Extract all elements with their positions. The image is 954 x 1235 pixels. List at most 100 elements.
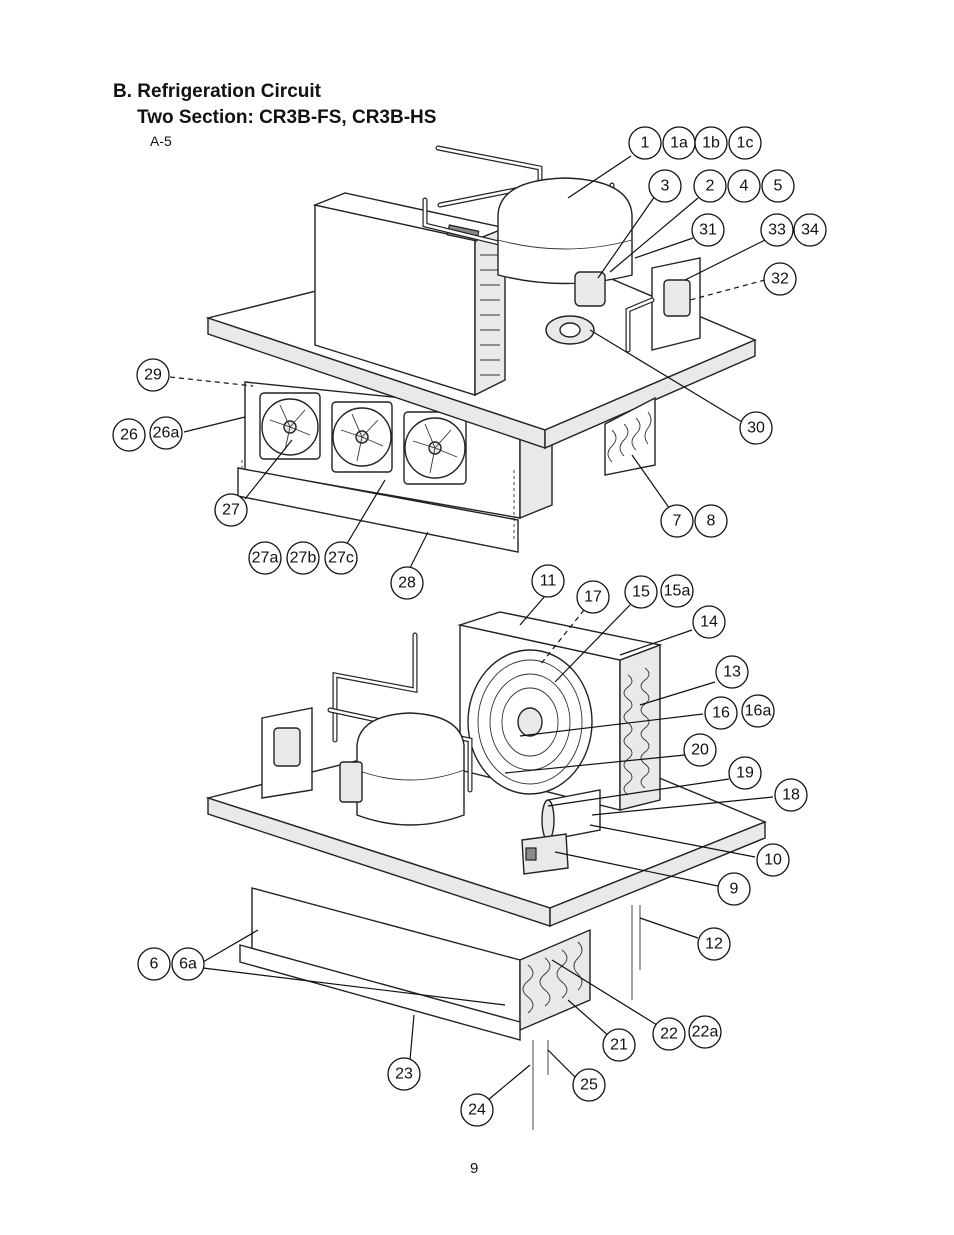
callouts: 1 1a 1b 1c 3 2 4 5 31 33 34 32 29 26 26a…	[112, 126, 827, 1127]
callout-27c: 27c	[324, 541, 358, 575]
svg-text:5: 5	[774, 178, 783, 195]
svg-text:9: 9	[730, 881, 739, 898]
callout-3: 3	[648, 169, 682, 203]
svg-text:16: 16	[712, 705, 730, 722]
lower-control-box	[261, 707, 313, 799]
callout-6a: 6a	[171, 947, 205, 981]
svg-text:1a: 1a	[670, 135, 688, 152]
callout-19: 19	[728, 756, 762, 790]
callout-26a: 26a	[149, 416, 183, 450]
svg-text:34: 34	[801, 222, 819, 239]
upper-fan-3	[403, 411, 467, 485]
svg-text:27c: 27c	[328, 550, 354, 567]
svg-text:15: 15	[632, 584, 650, 601]
callout-15a: 15a	[660, 574, 694, 608]
svg-text:19: 19	[736, 765, 754, 782]
svg-text:26a: 26a	[153, 425, 180, 442]
callout-1: 1	[628, 126, 662, 160]
upper-compressor	[497, 177, 633, 307]
callout-17: 17	[576, 580, 610, 614]
svg-text:4: 4	[740, 178, 749, 195]
callout-11: 11	[531, 564, 565, 598]
section-title: B. Refrigeration Circuit	[113, 81, 321, 102]
callout-12: 12	[697, 927, 731, 961]
figure-id: A-5	[150, 133, 172, 149]
svg-text:1b: 1b	[702, 135, 720, 152]
callout-14: 14	[692, 605, 726, 639]
lower-drain-pan	[239, 944, 521, 1041]
svg-text:6a: 6a	[179, 956, 197, 973]
callout-10: 10	[756, 843, 790, 877]
upper-right-coil	[604, 396, 656, 476]
svg-text:29: 29	[144, 367, 162, 384]
callout-25: 25	[572, 1068, 606, 1102]
callout-9: 9	[717, 872, 751, 906]
svg-text:14: 14	[700, 614, 718, 631]
callout-1c: 1c	[728, 126, 762, 160]
callout-33: 33	[760, 213, 794, 247]
svg-text:15a: 15a	[664, 583, 691, 600]
lower-evaporator-side	[519, 928, 591, 1032]
callout-16: 16	[704, 696, 738, 730]
callout-21: 21	[602, 1028, 636, 1062]
callout-20: 20	[683, 733, 717, 767]
callout-15: 15	[624, 575, 658, 609]
callout-34: 34	[793, 213, 827, 247]
callout-6: 6	[137, 947, 171, 981]
callout-29: 29	[136, 358, 170, 392]
callout-31: 31	[691, 213, 725, 247]
callout-28: 28	[390, 566, 424, 600]
svg-text:28: 28	[398, 575, 416, 592]
upper-fan-1	[259, 392, 321, 460]
section-subtitle: Two Section: CR3B-FS, CR3B-HS	[137, 107, 437, 128]
svg-text:27a: 27a	[252, 550, 279, 567]
svg-text:16a: 16a	[745, 703, 772, 720]
svg-text:25: 25	[580, 1077, 598, 1094]
upper-base-plate-side	[544, 338, 756, 450]
lower-assembly	[205, 611, 767, 1130]
callout-16a: 16a	[741, 694, 775, 728]
svg-text:11: 11	[540, 573, 557, 590]
upper-assembly	[205, 145, 757, 553]
callout-13: 13	[715, 655, 749, 689]
svg-text:3: 3	[661, 178, 670, 195]
callout-4: 4	[727, 169, 761, 203]
callout-22a: 22a	[688, 1015, 722, 1049]
leader-lines	[169, 155, 774, 1101]
svg-text:2: 2	[706, 178, 715, 195]
svg-text:17: 17	[584, 589, 602, 606]
svg-text:6: 6	[150, 956, 159, 973]
svg-text:1: 1	[641, 135, 650, 152]
callout-26: 26	[112, 418, 146, 452]
upper-fan-2	[331, 401, 393, 473]
svg-text:33: 33	[768, 222, 786, 239]
svg-text:21: 21	[610, 1037, 628, 1054]
callout-8: 8	[694, 504, 728, 538]
svg-text:13: 13	[723, 664, 741, 681]
lower-condenser-fan	[467, 649, 593, 795]
svg-text:22: 22	[660, 1026, 678, 1043]
callout-5: 5	[761, 169, 795, 203]
svg-text:1c: 1c	[737, 135, 754, 152]
callout-22: 22	[652, 1017, 686, 1051]
svg-text:27: 27	[222, 502, 240, 519]
upper-solenoid-valve	[545, 315, 595, 345]
svg-text:27b: 27b	[290, 550, 317, 567]
lower-receiver	[541, 789, 601, 841]
callout-2: 2	[693, 169, 727, 203]
svg-text:10: 10	[764, 852, 782, 869]
svg-text:22a: 22a	[692, 1024, 719, 1041]
page-number: 9	[470, 1160, 479, 1177]
upper-drain-strip	[237, 467, 519, 553]
callout-27: 27	[214, 493, 248, 527]
callout-18: 18	[774, 778, 808, 812]
callout-32: 32	[763, 262, 797, 296]
svg-text:12: 12	[705, 936, 723, 953]
svg-text:18: 18	[782, 787, 800, 804]
callout-1a: 1a	[662, 126, 696, 160]
callout-7: 7	[660, 504, 694, 538]
lower-compressor	[339, 712, 465, 826]
callout-24: 24	[460, 1093, 494, 1127]
callout-30: 30	[739, 411, 773, 445]
